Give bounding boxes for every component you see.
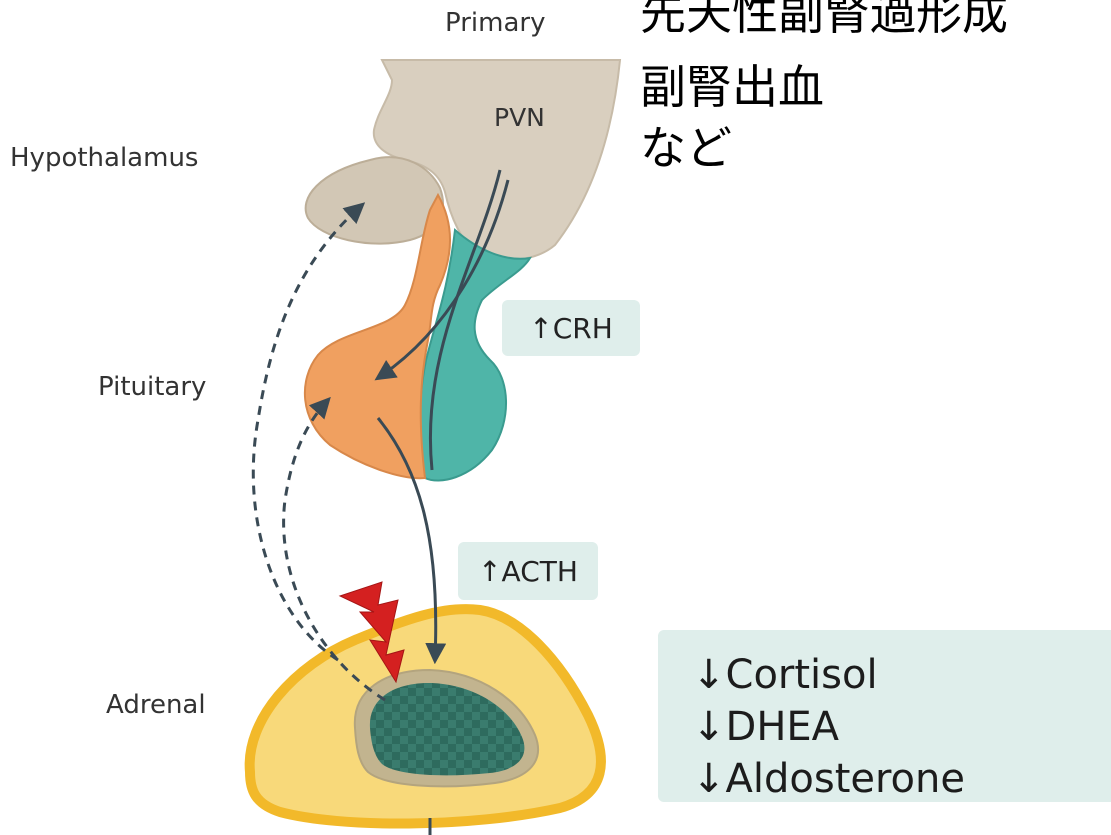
hypothalamus-label: Hypothalamus [10, 143, 198, 173]
acth-box: ↑ACTH [458, 542, 598, 600]
effect-cortisol: ↓Cortisol [692, 652, 878, 698]
jp-note-line-1: 先天性副腎過形成 [640, 0, 1008, 41]
crh-box: ↑CRH [502, 300, 640, 356]
pituitary-label: Pituitary [98, 372, 206, 402]
jp-note-line-3: など [640, 121, 732, 176]
jp-note-line-2: 副腎出血 [640, 60, 824, 115]
adrenal-label: Adrenal [106, 690, 206, 720]
primary-label: Primary [445, 8, 545, 38]
effect-dhea: ↓DHEA [692, 704, 839, 750]
hypothalamus-lobe [306, 157, 443, 243]
effect-aldosterone: ↓Aldosterone [692, 756, 965, 802]
pvn-label: PVN [494, 103, 545, 132]
